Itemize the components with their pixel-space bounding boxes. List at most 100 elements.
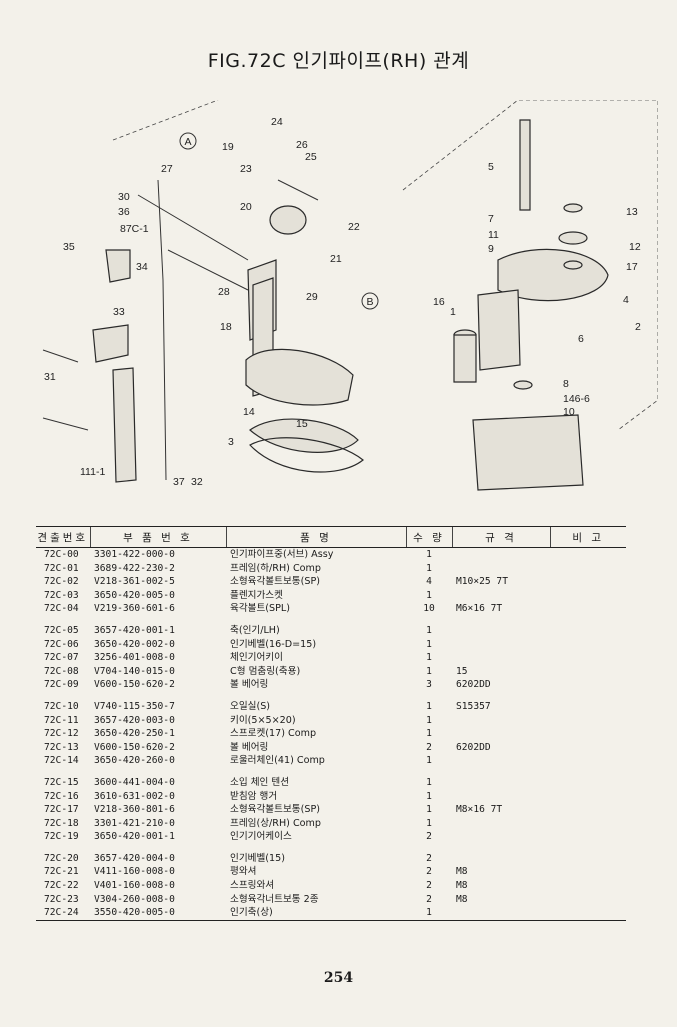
callout-circle-b [361,292,379,310]
cell-note [550,741,626,755]
cell-note [550,665,626,679]
callout-label: 25 [305,151,317,163]
cell-part-number: 3657-420-001-1 [94,624,175,636]
cell-part-number: 3657-420-004-0 [94,852,175,864]
callout-label: 36 [118,206,130,218]
cell-code: 72C-15 [44,776,79,788]
cell-quantity: 1 [426,755,432,767]
cell-note [550,678,626,692]
cell-note [550,776,626,790]
cell-part-number: V218-361-002-5 [94,576,175,588]
cell-note [550,624,626,638]
cell-code: 72C-04 [44,603,79,615]
cell-note [550,865,626,879]
cell-part-number: 3650-420-250-1 [94,728,175,740]
cell-code: 72C-20 [44,852,79,864]
callout-label: 20 [240,201,252,213]
part-bracket-33 [92,324,129,363]
cell-spec [452,906,550,921]
cell-part-name: 인기베벨(15) [230,852,285,864]
part-shaft-5 [519,119,531,211]
cell-spec [452,830,550,844]
cell-part-number: V411-160-008-0 [94,866,175,878]
cell-quantity: 2 [426,831,432,843]
callout-label: 26 [296,139,308,151]
cell-quantity: 2 [426,866,432,878]
cell-quantity: 1 [426,790,432,802]
callout-label: 23 [240,163,252,175]
callout-label: 19 [222,141,234,153]
cell-note [550,651,626,665]
cell-part-name: 프레임(하/RH) Comp [230,562,321,574]
cell-quantity: 2 [426,741,432,753]
cell-part-name: 스프로켓(17) Comp [230,728,317,740]
cell-note [550,790,626,804]
col-header-code: 견출번호 [36,526,90,548]
cell-quantity: 1 [426,804,432,816]
cell-spec [452,638,550,652]
cell-note [550,879,626,893]
cell-note [550,893,626,907]
leader-line [137,179,319,291]
part-cylinder-body [453,334,477,383]
cell-quantity: 1 [426,589,432,601]
callout-label: 16 [433,296,445,308]
callout-label: 8 [563,378,569,390]
cell-part-number: 3657-420-003-0 [94,714,175,726]
callout-label: 1 [450,306,456,318]
cell-part-number: 3650-420-002-0 [94,638,175,650]
part-rod-31a [42,349,79,363]
cell-code: 72C-02 [44,576,79,588]
callout-label: 5 [488,161,494,173]
callout-label: 6 [578,333,584,345]
part-rod-31b [42,417,89,431]
cell-spec: M8 [456,880,468,892]
callout-label: 32 [191,476,203,488]
part-shaft-27 [157,179,167,481]
cell-part-number: 3689-422-230-2 [94,562,175,574]
cell-quantity: 1 [426,817,432,829]
cell-code: 72C-08 [44,665,79,677]
cell-note [550,714,626,728]
cell-part-name: 볼 베어링 [230,741,269,753]
cell-quantity: 2 [426,880,432,892]
part-housing-right [477,289,521,371]
cell-note [550,548,626,562]
cell-quantity: 4 [426,576,432,588]
cell-spec [452,714,550,728]
callout-label: 2 [635,321,641,333]
part-sprocket-12 [558,231,588,245]
cell-part-number: 3650-420-005-0 [94,589,175,601]
cell-spec: M8×16 7T [456,804,503,816]
part-gearbox-146-6 [472,414,584,491]
cell-quantity: 1 [426,776,432,788]
cell-code: 72C-12 [44,728,79,740]
cell-part-name: 플렌지가스켓 [230,589,283,601]
cell-code: 72C-05 [44,624,79,636]
cell-spec: 6202DD [456,741,491,753]
cell-spec: M6×16 7T [456,603,503,615]
part-bearing-9 [513,380,533,390]
cell-part-name: C형 멈춤링(축용) [230,665,301,677]
callout-label: 111-1 [80,466,105,478]
cell-part-name: 인기베벨(16-D=15) [230,638,317,650]
figure-title: FIG.72C 인기파이프(RH) 관계 [207,50,470,72]
cell-spec [452,727,550,741]
part-housing-lower [245,348,354,406]
callout-label: 22 [348,221,360,233]
cell-note [550,754,626,768]
cell-code: 72C-03 [44,589,79,601]
cell-part-name: 로울러체인(41) Comp [230,755,325,767]
callout-label: 28 [218,286,230,298]
